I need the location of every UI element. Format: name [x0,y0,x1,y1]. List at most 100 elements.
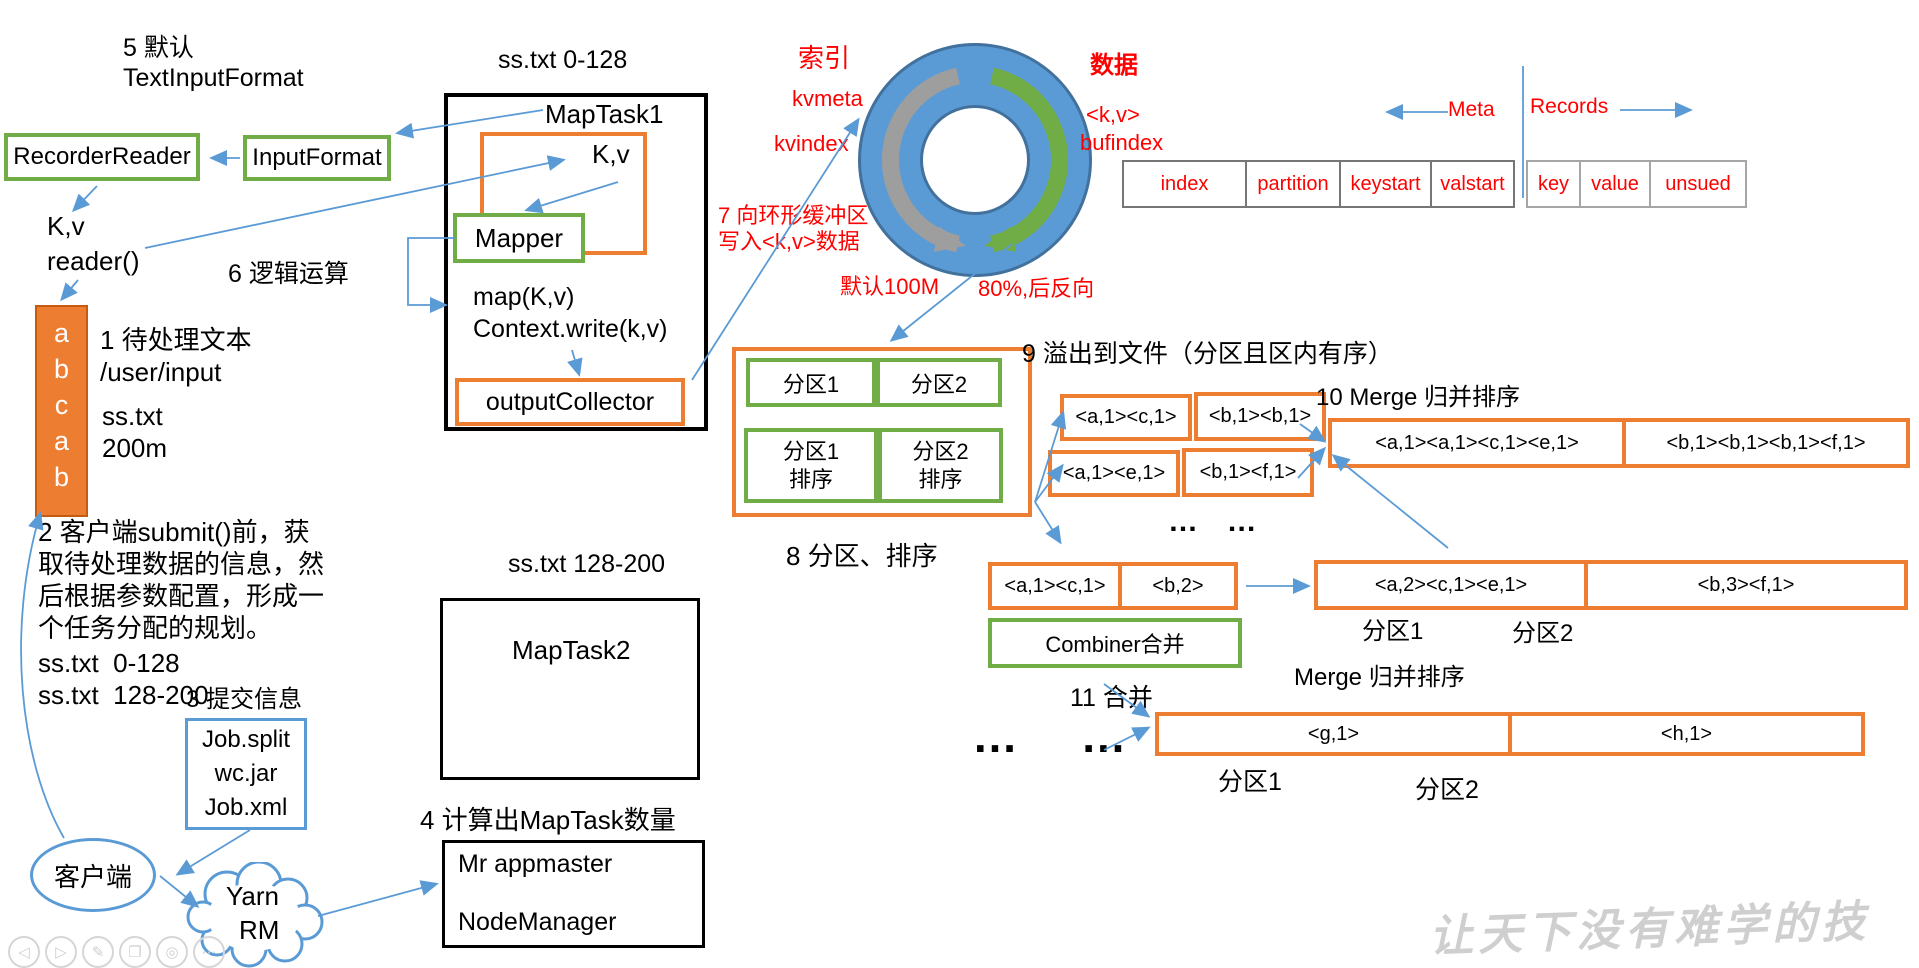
default-size-label: 默认100M [840,274,940,299]
bar-letter: b [53,354,70,384]
maptask1-title: MapTask1 [545,99,664,129]
data-annotation: 数据 [1090,52,1138,79]
merge-row3-partition2-label: 分区2 [1415,776,1479,804]
step10-label: 10 Merge 归并排序 [1316,384,1521,411]
watermark-text: 让天下没有难学的技术 [1428,897,1871,962]
bar-letter: c [54,390,69,420]
step1-label-line2: /user/input [100,357,222,387]
step7-label-line2: 写入<k,v>数据 [718,229,860,254]
spill-ellipsis: … … [1168,505,1261,538]
spill-cell: <a,1><c,1> [988,562,1122,610]
prev-slide-icon[interactable]: ◁ [8,936,40,968]
maptask2-title: MapTask2 [512,635,631,665]
merge-cell: <b,1><b,1><b,1><f,1> [1622,418,1910,468]
kvmeta-label: kvmeta [792,86,863,111]
merge-label2: Merge 归并排序 [1294,664,1465,691]
yarn-cloud [186,862,324,968]
spill-cell: <b,1><f,1> [1182,448,1314,497]
nodemanager-label: NodeManager [458,908,617,936]
step5-label-line2: TextInputFormat [123,64,304,92]
maptask1-file-label: ss.txt 0-128 [498,46,628,74]
step3-label: 3 提交信息 [186,686,303,713]
kv-pair-label: <k,v> [1086,102,1140,127]
appmaster-box [442,840,705,948]
bar-letter: b [53,462,70,492]
maptask2-box [440,598,700,780]
partition2-box: 分区2 [876,358,1002,407]
spill-file-row1: <a,1><c,1> <b,1><b,1> [1060,392,1326,441]
merge-row3: <g,1> <h,1> [1155,712,1865,756]
more-options-icon[interactable]: ⋯ [193,936,225,968]
partition1-box: 分区1 [746,358,876,407]
step5-label-line1: 5 默认 [123,34,194,62]
merge-row3-partition1-label: 分区1 [1218,768,1282,796]
step2-line6: ss.txt 128-200 [38,680,209,710]
bar-letter: a [53,426,70,456]
maptask1-kv: K,v [592,139,630,169]
bottom-ellipsis: … … [972,710,1133,762]
merge-cell: <a,2><c,1><e,1> [1314,560,1588,610]
col-partition: partition [1245,160,1341,208]
merge-cell: <g,1> [1155,712,1512,756]
records-label: Records [1530,95,1609,118]
spill-buffer-box [732,347,1032,517]
col-index: index [1122,160,1247,208]
map-fn-label: map(K,v) [473,283,575,311]
partition2-sorted-l2: 排序 [918,466,963,492]
mapper-box: Mapper [453,213,585,263]
bufindex-label: bufindex [1080,130,1164,155]
step2-line1: 2 客户端submit()前，获 [38,517,310,547]
step4-label: 4 计算出MapTask数量 [420,805,676,835]
zoom-icon[interactable]: ◎ [156,936,188,968]
partition1-sorted-l1: 分区1 [782,438,840,464]
backfill-label: 80%,后反向 [978,276,1095,301]
input-text-bar: a b c a b … [35,305,88,528]
merge-cell: <b,3><f,1> [1584,560,1908,610]
job-split: Job.split [201,726,291,753]
step9-label: 9 溢出到文件（分区且区内有序） [1022,340,1393,368]
merge-cell: <a,1><a,1><c,1><e,1> [1328,418,1626,468]
reader-label: reader() [47,246,140,276]
step8-label: 8 分区、排序 [786,541,938,571]
records-columns-group: key value unsued [1526,160,1747,208]
col-key: key [1526,160,1581,208]
merge-row2: <a,2><c,1><e,1> <b,3><f,1> [1314,560,1908,610]
meta-label: Meta [1448,98,1495,121]
col-valstart: valstart [1430,160,1515,208]
step2-line2: 取待处理数据的信息，然 [38,549,325,579]
slides-overview-icon[interactable]: ❐ [119,936,151,968]
col-value: value [1579,160,1651,208]
input-size-label: 200m [102,433,168,463]
pen-icon[interactable]: ✎ [82,936,114,968]
step2-line5: ss.txt 0-128 [38,648,180,678]
merge-row2-partition2-label: 分区2 [1512,620,1574,647]
spill-cell: <b,2> [1118,562,1238,610]
rm-label-front: RM [239,915,280,945]
spill-file-row2: <a,1><e,1> <b,1><f,1> [1048,448,1314,497]
step6-label: 6 逻辑运算 [228,260,349,288]
step2-line3: 后根据参数配置，形成一 [38,581,325,611]
ring-buffer-hole [920,105,1030,215]
kvindex-label: kvindex [774,131,849,156]
combiner-input-row: <a,1><c,1> <b,2> [988,562,1238,610]
spill-cell: <a,1><c,1> [1060,394,1192,441]
maptask2-file-label: ss.txt 128-200 [508,550,666,578]
meta-columns-group: index partition keystart valstart [1122,160,1515,208]
context-write-label: Context.write(k,v) [473,315,668,343]
spill-cell: <b,1><b,1> [1194,392,1326,441]
next-slide-icon[interactable]: ▷ [45,936,77,968]
spill-cell: <a,1><e,1> [1048,450,1180,497]
job-files-box: Job.split wc.jar Job.xml [185,718,307,830]
partition2-sorted-l1: 分区2 [912,438,969,464]
index-annotation: 索引 [798,43,851,73]
step7-label-line1: 7 向环形缓冲区 [718,203,869,228]
bar-letter: a [53,318,70,348]
merge-row2-partition1-label: 分区1 [1362,618,1424,645]
merge-cell: <h,1> [1508,712,1865,756]
partition1-sorted-l2: 排序 [788,466,833,492]
partition1-sorted-box: 分区1 排序 [744,428,878,503]
input-file-label: ss.txt [102,401,163,431]
job-xml: Job.xml [204,794,288,821]
step2-line4: 个任务分配的规划。 [38,613,273,643]
